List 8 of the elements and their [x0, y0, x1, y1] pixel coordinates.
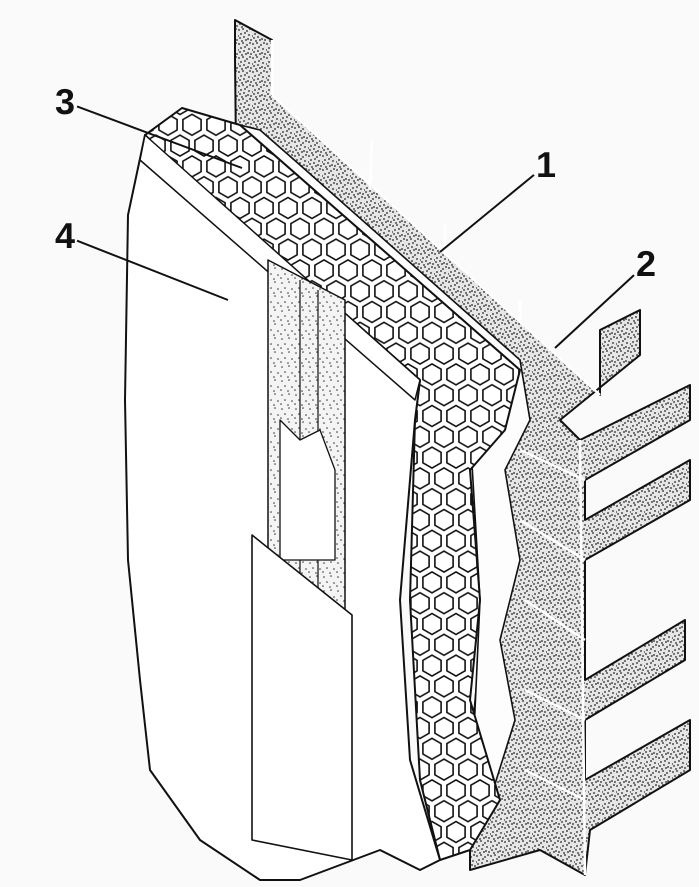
callout-number: 3: [55, 84, 76, 120]
callout-number: 2: [636, 246, 656, 282]
leader-line: [76, 240, 228, 301]
leader-line: [554, 274, 635, 349]
leader-line: [439, 174, 535, 253]
leader-line: [76, 106, 242, 169]
callout-number: 1: [536, 147, 556, 183]
callout-number: 4: [55, 218, 76, 254]
